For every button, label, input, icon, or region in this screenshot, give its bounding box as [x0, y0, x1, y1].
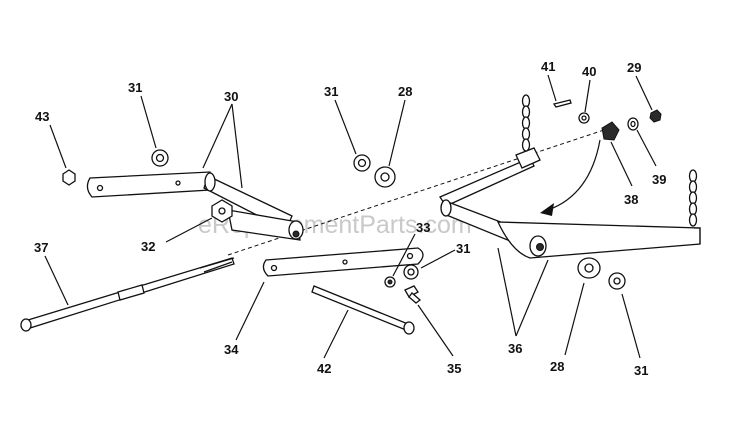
callout-31: 31 — [128, 80, 142, 95]
callout-31: 31 — [324, 84, 338, 99]
washer-40 — [578, 112, 590, 124]
bushing-38 — [601, 121, 620, 141]
callout-42: 42 — [317, 361, 331, 376]
callout-29: 29 — [627, 60, 641, 75]
lift-arm-right — [439, 147, 701, 259]
nut-33 — [384, 276, 396, 288]
washer-31-c — [403, 264, 419, 280]
callout-35: 35 — [447, 361, 461, 376]
callout-37: 37 — [34, 240, 48, 255]
assembly-arrow — [540, 139, 601, 216]
callout-39: 39 — [652, 172, 666, 187]
callout-30: 30 — [224, 89, 238, 104]
callout-33: 33 — [416, 220, 430, 235]
washer-28-a — [374, 166, 396, 188]
callout-28: 28 — [398, 84, 412, 99]
nut-43 — [62, 169, 76, 186]
callout-31: 31 — [456, 241, 470, 256]
chain-upper — [521, 94, 531, 152]
callout-labels: 43 31 30 31 28 41 40 29 32 33 31 38 39 3… — [34, 59, 666, 378]
washer-28-b — [577, 257, 601, 279]
nut-29 — [649, 109, 662, 123]
callout-43: 43 — [35, 109, 49, 124]
link-34 — [262, 247, 424, 277]
chain-lower — [688, 169, 698, 227]
lift-arm-left — [86, 171, 304, 241]
callout-31: 31 — [634, 363, 648, 378]
callout-41: 41 — [541, 59, 555, 74]
washer-31-d — [608, 272, 626, 290]
pin-42 — [311, 285, 415, 335]
callout-40: 40 — [582, 64, 596, 79]
callout-34: 34 — [224, 342, 239, 357]
nut-32 — [211, 199, 233, 223]
leader-lines — [44, 74, 657, 359]
bolt-35 — [404, 285, 422, 304]
washer-31-b — [353, 154, 371, 172]
cotter-pin-41 — [552, 99, 572, 108]
callout-28: 28 — [550, 359, 564, 374]
spacer-39 — [627, 117, 639, 131]
callout-32: 32 — [141, 239, 155, 254]
washer-31-a — [151, 149, 169, 167]
callout-38: 38 — [624, 192, 638, 207]
callout-36: 36 — [508, 341, 522, 356]
rod-37 — [20, 257, 235, 332]
